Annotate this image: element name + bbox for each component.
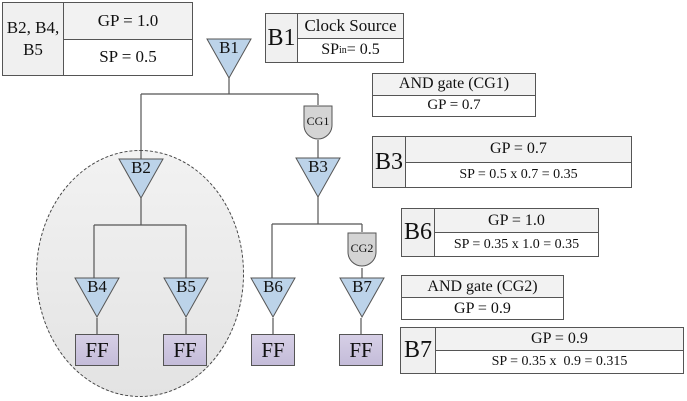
buffer-triangle-icon (163, 277, 209, 319)
flipflop-3[interactable]: FF (251, 334, 295, 366)
legend-sp: SP = 0.35 x 0.9 = 0.315 (491, 354, 628, 369)
buffer-label: B7 (352, 277, 372, 296)
legend-label: B6 (402, 209, 435, 256)
buffer-label: B1 (219, 38, 239, 57)
buffer-label: B2 (131, 158, 151, 177)
legend-gp: GP = 1.0 (435, 209, 598, 233)
buffer-triangle-icon (339, 277, 385, 319)
buffer-triangle-icon (118, 158, 164, 200)
clock-gate-cg2[interactable]: CG2 (347, 232, 377, 267)
buffer-triangle-icon (250, 277, 296, 319)
legend-b3: B3 GP = 0.7 SP = 0.5 x 0.7 = 0.35 (372, 136, 632, 188)
buffer-b7[interactable]: B7 (339, 277, 385, 319)
legend-title: AND gate (CG1) (373, 74, 535, 96)
buffer-label: B6 (263, 277, 283, 296)
legend-label: B7 (401, 328, 436, 373)
sp-prefix: SP (321, 41, 339, 59)
clock-gate-cg1[interactable]: CG1 (303, 105, 333, 140)
buffer-b2[interactable]: B2 (118, 158, 164, 200)
buffer-b6[interactable]: B6 (250, 277, 296, 319)
legend-cg1: AND gate (CG1) GP = 0.7 (372, 73, 536, 117)
legend-gp: GP = 1.0 (64, 3, 192, 40)
buffer-triangle-icon (74, 277, 120, 319)
legend-b7: B7 GP = 0.9 SP = 0.35 x 0.9 = 0.315 (400, 327, 684, 374)
buffer-b3[interactable]: B3 (295, 157, 341, 199)
buffer-b4[interactable]: B4 (74, 277, 120, 319)
legend-gp: GP = 0.7 (406, 137, 631, 163)
legend-cg2: AND gate (CG2) GP = 0.9 (401, 275, 564, 320)
legend-sp: SP = 0.5 (99, 47, 157, 67)
and-gate-icon (347, 232, 377, 267)
legend-label: B2, B4, B5 (3, 3, 64, 75)
buffer-label: B4 (87, 277, 107, 296)
sp-subscript: in (338, 44, 347, 56)
buffer-b1[interactable]: B1 (206, 38, 252, 80)
legend-sp: SP = 0.5 x 0.7 = 0.35 (459, 166, 578, 182)
legend-b6: B6 GP = 1.0 SP = 0.35 x 1.0 = 0.35 (401, 208, 599, 257)
legend-label: B1 (266, 14, 298, 62)
gate-label: CG1 (306, 114, 330, 128)
buffer-triangle-icon (206, 38, 252, 80)
legend-gp: GP = 0.7 (427, 97, 481, 114)
legend-sp: SP = 0.35 x 1.0 = 0.35 (453, 236, 580, 252)
flipflop-2[interactable]: FF (163, 334, 207, 366)
buffer-b5[interactable]: B5 (163, 277, 209, 319)
buffer-label: B5 (176, 277, 196, 296)
legend-b2-b4-b5: B2, B4, B5 GP = 1.0 SP = 0.5 (2, 2, 193, 76)
legend-gp: GP = 0.9 (436, 328, 683, 351)
and-gate-icon (303, 105, 333, 140)
legend-title: AND gate (CG2) (402, 276, 563, 298)
buffer-triangle-icon (295, 157, 341, 199)
buffer-label: B3 (308, 157, 328, 176)
legend-gp: GP = 0.9 (454, 299, 511, 317)
flipflop-1[interactable]: FF (75, 334, 119, 366)
gate-label: CG2 (350, 241, 374, 255)
sp-value: = 0.5 (346, 41, 380, 59)
flipflop-4[interactable]: FF (339, 334, 383, 366)
legend-title: Clock Source (298, 14, 403, 39)
legend-label: B3 (373, 137, 406, 187)
